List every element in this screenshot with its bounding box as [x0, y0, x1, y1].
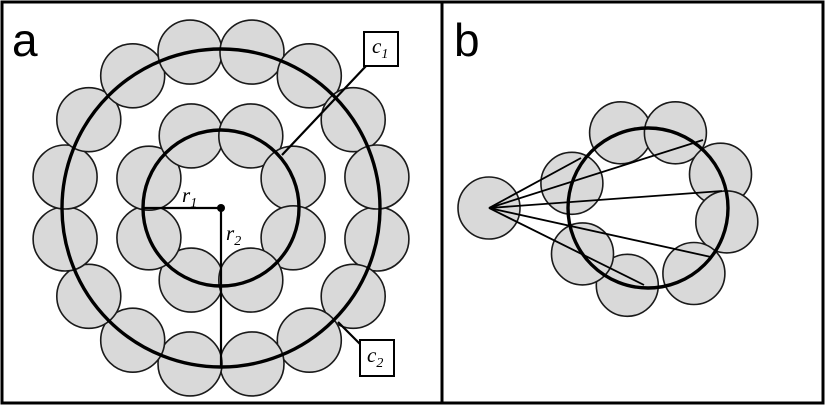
center-dot [217, 204, 225, 212]
callout-c1-leader [281, 65, 367, 156]
panel-b-rays [488, 139, 723, 286]
callout-c2-leader [337, 321, 361, 345]
label-r2: r2 [226, 221, 241, 249]
sight-line [488, 139, 704, 209]
label-c2: c2 [367, 343, 383, 371]
sight-line [488, 190, 723, 209]
panel-b: b [440, 0, 825, 405]
panel-a: a r1 r2 c1 c2 [0, 0, 444, 405]
panel-a-letter: a [12, 14, 38, 66]
panel-b-beads [457, 101, 759, 318]
panel-b-ring [566, 126, 730, 290]
sight-line [488, 207, 712, 258]
label-c1: c1 [372, 34, 388, 62]
panel-b-letter: b [454, 14, 480, 66]
panel-a-beads [32, 19, 410, 397]
sight-line [488, 157, 582, 209]
sight-line [488, 207, 645, 286]
callout-c2-box [359, 339, 395, 377]
callout-c1-box [363, 31, 399, 67]
label-r1: r1 [182, 183, 197, 211]
